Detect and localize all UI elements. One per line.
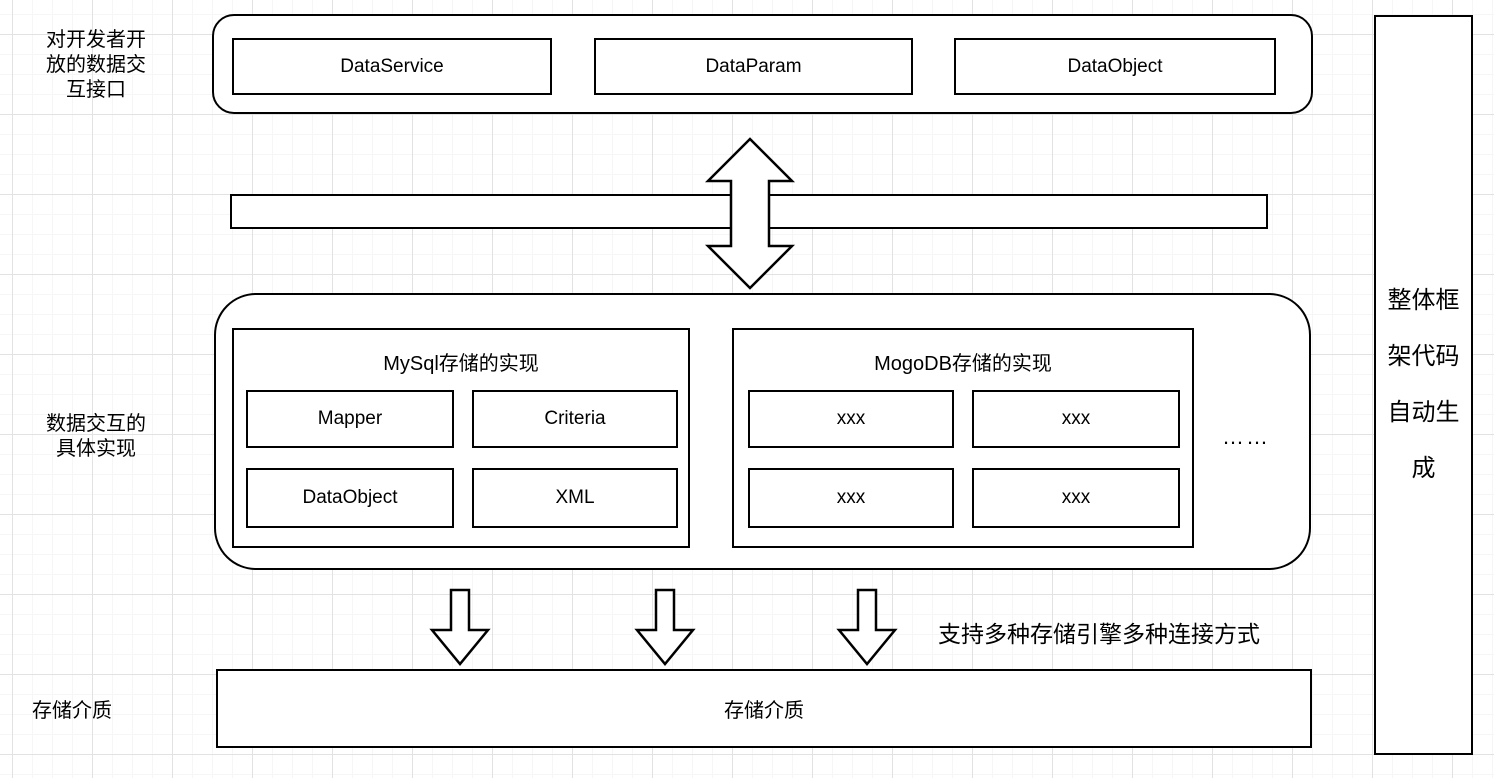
box-xxx-3: xxx [748,468,954,528]
box-dataservice: DataService [232,38,552,95]
down-arrow-icon [429,588,491,666]
mongodb-group-title: MogoDB存储的实现 [874,352,1052,375]
down-arrow-icon [634,588,696,666]
box-xxx-2: xxx [972,390,1180,448]
more-engines-ellipsis: …… [1222,424,1270,449]
label-api-layer-line: 放的数据交 [46,54,146,76]
label-api-layer: 对开发者开 放的数据交 互接口 [20,28,172,103]
box-dataparam: DataParam [594,38,913,95]
right-panel-line: 架代码 [1387,343,1460,370]
box-criteria: Criteria [472,390,678,448]
box-mapper: Mapper [246,390,454,448]
label-impl-layer-line: 具体实现 [56,438,136,460]
bus-bar [230,194,1268,229]
label-api-layer-line: 对开发者开 [46,29,146,51]
storage-bar: 存储介质 [216,669,1312,748]
right-panel-line: 整体框 [1387,287,1460,314]
mysql-group-title: MySql存储的实现 [383,352,539,375]
box-xxx-4: xxx [972,468,1180,528]
box-xxx-1: xxx [748,390,954,448]
label-impl-layer-line: 数据交互的 [46,413,146,435]
box-xml: XML [472,468,678,528]
label-storage-medium: 存储介质 [32,700,112,722]
storage-note: 支持多种存储引擎多种连接方式 [938,621,1260,647]
box-dataobject-mysql: DataObject [246,468,454,528]
label-impl-layer: 数据交互的 具体实现 [20,412,172,462]
right-panel: 整体框 架代码 自动生 成 [1374,15,1473,755]
label-api-layer-line: 互接口 [66,79,126,101]
right-panel-line: 自动生 [1387,399,1460,426]
right-panel-line: 成 [1411,455,1436,482]
box-dataobject-api: DataObject [954,38,1276,95]
down-arrow-icon [836,588,898,666]
